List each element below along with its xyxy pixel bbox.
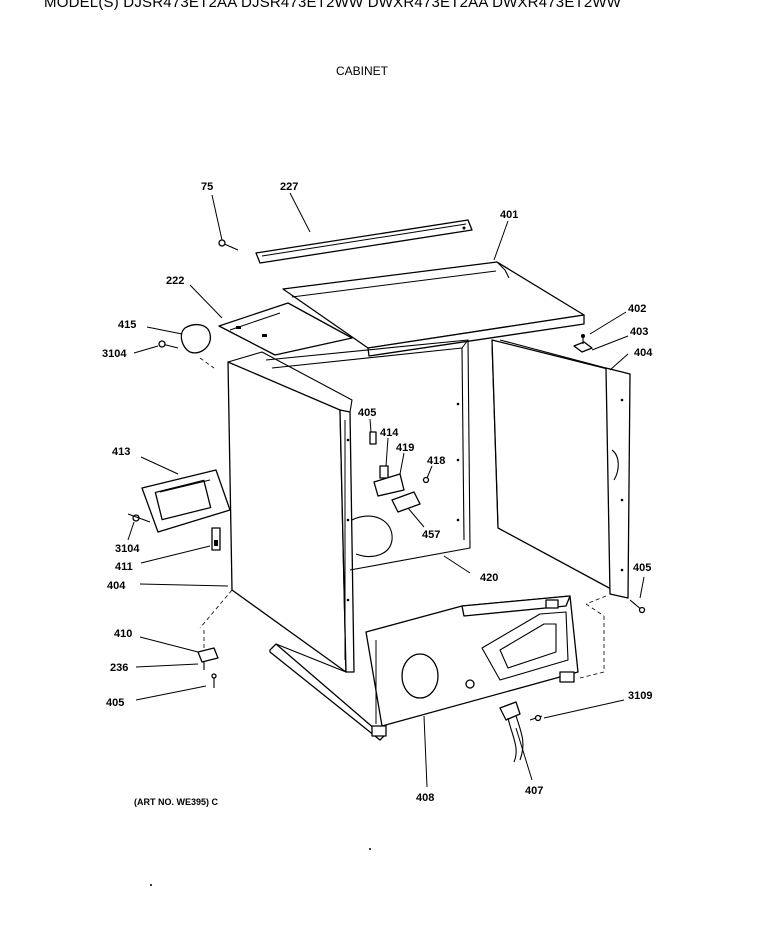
callout-405-right: 405	[633, 562, 651, 574]
section-title: CABINET	[336, 64, 389, 78]
callout-420: 420	[480, 572, 498, 584]
callout-419: 419	[396, 442, 414, 454]
callout-405-upper: 405	[358, 407, 376, 419]
leader-lines	[127, 192, 645, 788]
rear-panel-part	[265, 339, 471, 571]
callout-222: 222	[166, 275, 184, 287]
screw-405-part	[629, 599, 646, 614]
callout-408: 408	[416, 792, 434, 804]
art-number: (ART NO. WE395) C	[134, 797, 219, 807]
rear-rail-part	[255, 219, 473, 264]
callout-411: 411	[115, 561, 133, 573]
callout-457: 457	[422, 529, 440, 541]
callout-75: 75	[201, 181, 213, 193]
callout-405-lower: 405	[106, 697, 124, 709]
assembly-guides	[199, 589, 607, 679]
callout-403: 403	[630, 326, 648, 338]
screw-75-part	[218, 239, 239, 251]
callout-227: 227	[280, 181, 298, 193]
callout-413: 413	[112, 446, 130, 458]
callout-401: 401	[500, 209, 518, 221]
speck-mark	[150, 884, 152, 886]
bracket-222-part	[218, 302, 353, 356]
right-side-panel-part	[491, 339, 631, 599]
callout-402: 402	[628, 303, 646, 315]
leveling-leg-part	[197, 630, 219, 688]
callout-404-lower: 404	[107, 580, 126, 592]
cover-415-part	[158, 323, 215, 369]
cabinet-side-panel-part	[227, 351, 355, 673]
callout-418: 418	[427, 455, 445, 467]
model-list-header: MODEL(S) DJSR473ET2AA DJSR473ET2WW DWXR4…	[44, 0, 622, 11]
callout-410: 410	[114, 628, 132, 640]
control-housing-part	[127, 469, 231, 533]
cord-clamp-part	[499, 701, 543, 763]
callout-404-upper: 404	[634, 347, 653, 359]
hinge-402-part	[573, 334, 593, 353]
callout-236: 236	[110, 662, 128, 674]
callout-3104-upper: 3104	[102, 348, 127, 360]
callout-3109: 3109	[628, 690, 652, 702]
base-bulkhead-part	[269, 595, 579, 741]
callout-407: 407	[525, 785, 543, 797]
callout-3104-lower: 3104	[115, 543, 140, 555]
callout-labels: 75 227 401 222 415 3104 402 403 404 405 …	[102, 181, 653, 804]
callout-414: 414	[380, 427, 399, 439]
switch-411-part	[211, 527, 221, 551]
callout-415: 415	[118, 319, 136, 331]
speck-mark	[369, 848, 371, 850]
terminal-block-part	[369, 431, 430, 513]
top-cover-part	[282, 261, 585, 357]
